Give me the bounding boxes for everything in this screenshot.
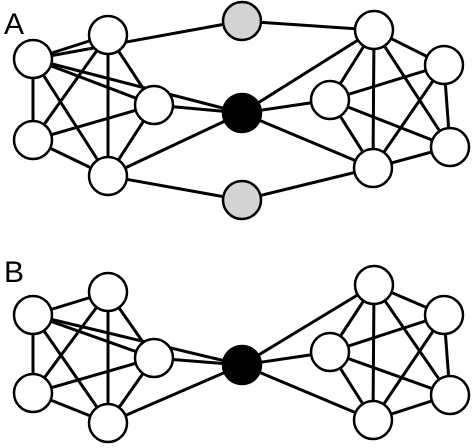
community-node-r5 xyxy=(352,147,394,189)
edge-l5-h xyxy=(107,111,243,178)
bridge-node-gb xyxy=(221,179,263,221)
community-node-r4 xyxy=(429,374,471,416)
edge-r1-r5 xyxy=(371,284,376,421)
edge-l1-gt xyxy=(32,19,243,61)
community-node-r3 xyxy=(309,79,351,121)
bridge-node-gt xyxy=(221,0,263,42)
community-node-l3 xyxy=(133,337,175,379)
community-node-l2 xyxy=(87,271,129,313)
edge-r2-r5 xyxy=(371,314,446,421)
panel-a-nodes xyxy=(12,0,471,221)
edge-l2-l4 xyxy=(31,34,110,141)
edge-r1-r5 xyxy=(371,29,376,169)
edge-r1-r4 xyxy=(372,29,452,148)
community-node-r4 xyxy=(429,126,471,168)
community-node-l5 xyxy=(87,402,129,444)
edge-r3-r4 xyxy=(329,350,451,397)
community-node-r3 xyxy=(309,331,351,373)
edge-l1-h xyxy=(32,313,243,367)
edge-r1-h xyxy=(241,283,375,367)
edge-l1-l3 xyxy=(32,57,155,107)
panel-a: A xyxy=(4,0,471,221)
edge-gt-r1 xyxy=(241,19,375,32)
edge-r1-r4 xyxy=(372,284,452,396)
panel-b: B xyxy=(4,256,471,444)
community-node-r5 xyxy=(352,399,394,441)
community-node-l5 xyxy=(87,155,129,197)
edge-l1-l5 xyxy=(31,58,110,177)
edge-l1-l3 xyxy=(32,313,155,360)
community-node-l2 xyxy=(87,14,129,56)
edge-l5-h xyxy=(107,363,243,425)
panel-b-nodes xyxy=(12,264,471,444)
edge-r3-r4 xyxy=(329,98,451,149)
edge-l3-l4 xyxy=(32,356,155,395)
community-node-r2 xyxy=(423,44,465,86)
edge-gb-r5 xyxy=(241,166,374,202)
community-node-r1 xyxy=(353,9,395,51)
edge-l5-gb xyxy=(107,174,243,202)
community-node-l3 xyxy=(133,84,175,126)
panel-a-label: A xyxy=(4,8,24,41)
community-node-r1 xyxy=(353,264,395,306)
hub-node-h xyxy=(221,92,263,134)
hub-node-h xyxy=(221,344,263,386)
edge-r5-h xyxy=(241,111,374,170)
edge-l1-h xyxy=(32,57,243,115)
community-node-l4 xyxy=(12,372,54,414)
panel-b-label: B xyxy=(4,256,24,289)
community-node-l4 xyxy=(12,119,54,161)
edge-l2-l4 xyxy=(31,291,110,394)
community-node-r2 xyxy=(423,294,465,336)
edge-r1-h xyxy=(241,28,375,115)
edge-l3-l4 xyxy=(32,103,155,142)
community-node-l1 xyxy=(12,294,54,336)
community-node-l1 xyxy=(12,38,54,80)
edge-l1-l5 xyxy=(31,314,110,424)
edge-r5-h xyxy=(241,363,374,422)
edge-r2-r5 xyxy=(371,64,446,169)
